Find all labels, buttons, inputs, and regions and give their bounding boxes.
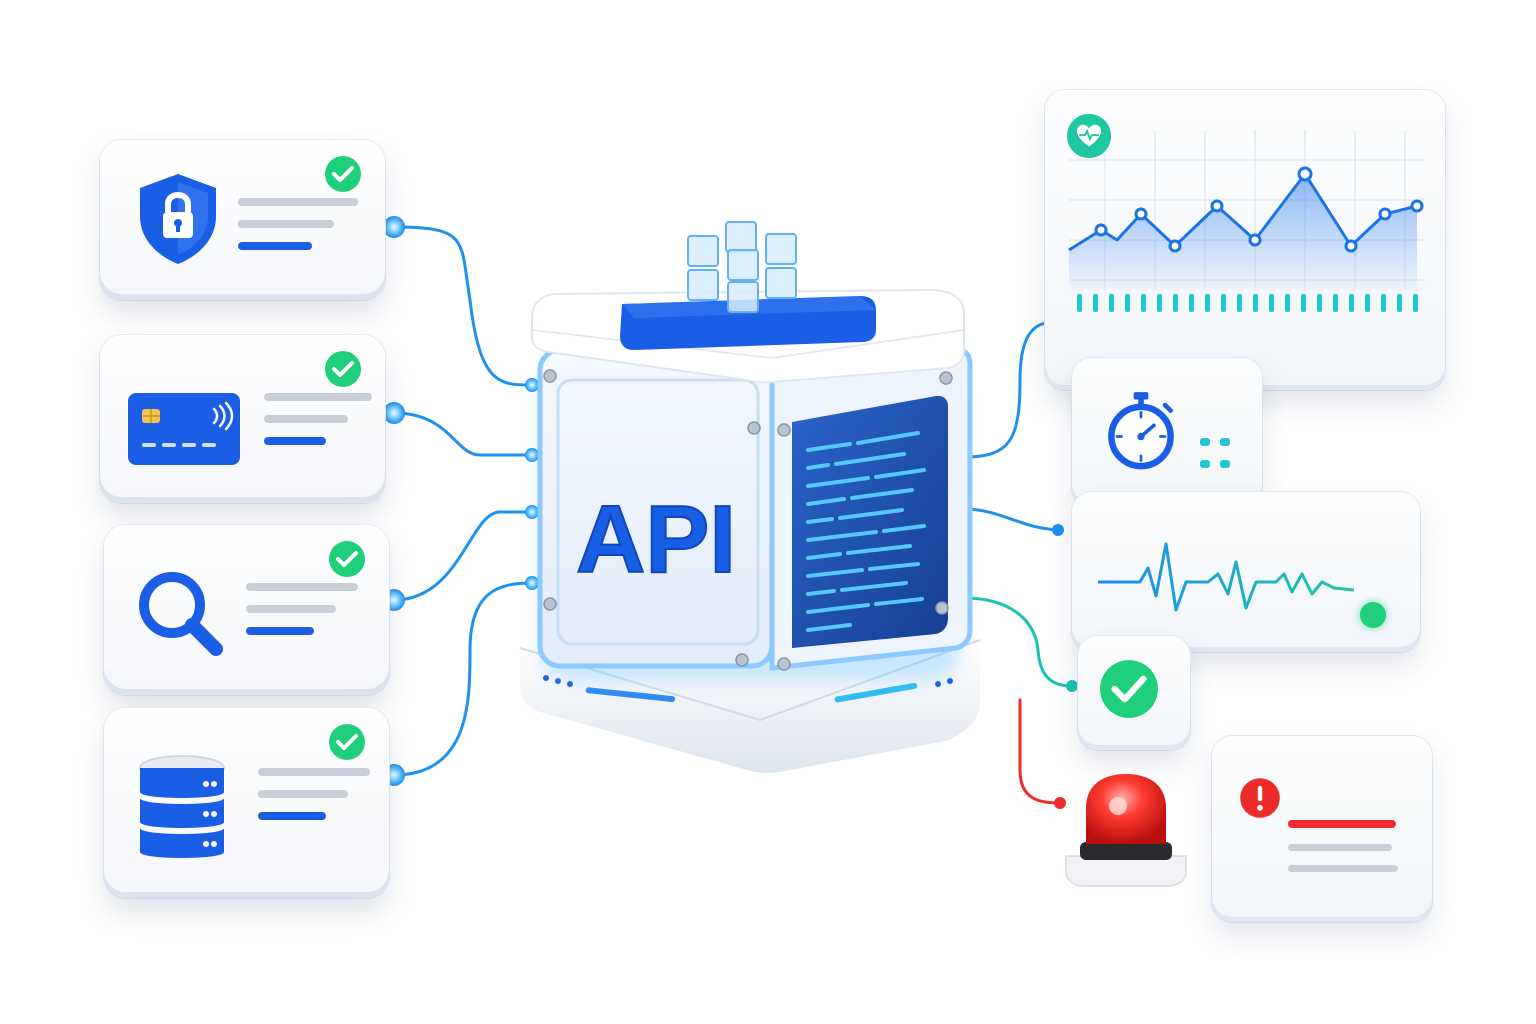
error-text-lines [1288, 820, 1398, 872]
pulse-wave-icon [1098, 542, 1355, 612]
exclamation-icon [1240, 778, 1280, 818]
stopwatch-icon [1108, 392, 1174, 470]
wire-heartbeat [962, 507, 1060, 532]
check-circle-icon [329, 541, 365, 577]
card-text-lines [264, 393, 384, 459]
wire-security [392, 225, 534, 387]
wire-database [392, 581, 534, 777]
hub-base-lights [543, 675, 953, 703]
hub-code-lines [806, 431, 926, 632]
hub-code-screen [792, 395, 948, 648]
card-database[interactable] [104, 708, 389, 898]
hub-label: API [576, 486, 736, 593]
siren-icon [1065, 774, 1187, 887]
card-security[interactable] [100, 140, 385, 300]
status-dot-icon [1360, 602, 1386, 628]
api-hub[interactable]: API [510, 200, 990, 800]
heart-icon [1066, 113, 1112, 159]
wire-search [392, 510, 534, 602]
metrics-bars [1077, 294, 1418, 312]
credit-card-icon [128, 393, 240, 465]
check-circle-icon [325, 351, 361, 387]
check-circle-icon [325, 156, 361, 192]
card-payment[interactable] [100, 335, 385, 503]
wire-payment [392, 411, 534, 457]
timer-indicator-dots [1200, 438, 1230, 468]
search-icon [139, 572, 223, 656]
panel-success-status[interactable] [1078, 636, 1190, 750]
card-text-lines [246, 583, 366, 649]
wire-alert [1018, 698, 1062, 805]
check-circle-icon [329, 724, 365, 760]
card-search[interactable] [104, 525, 389, 695]
wire-success [962, 596, 1074, 688]
check-circle-icon [1100, 660, 1158, 718]
hub-cubes-icon [687, 221, 797, 313]
panel-error-card[interactable] [1212, 736, 1432, 922]
panel-metrics-chart[interactable] [1045, 90, 1445, 390]
card-text-lines [238, 198, 358, 264]
shield-lock-icon [140, 174, 216, 264]
panel-latency-timer[interactable] [1072, 358, 1262, 508]
card-text-lines [258, 768, 378, 834]
panel-heartbeat[interactable] [1072, 492, 1420, 652]
metrics-chart [1068, 130, 1425, 312]
wire-metrics [962, 320, 1060, 459]
database-icon [139, 755, 225, 858]
